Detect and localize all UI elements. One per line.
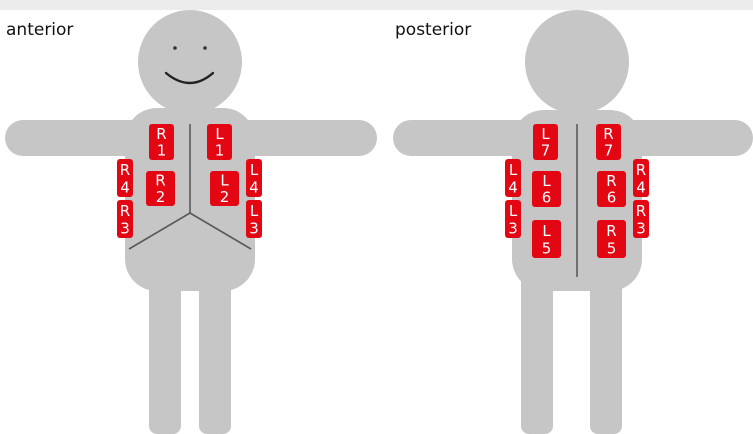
posterior-figure (393, 10, 753, 434)
marker-side-letter: R (636, 161, 646, 179)
posterior-marker-l6: L6 (532, 171, 561, 207)
marker-number: 3 (636, 219, 646, 237)
marker-number: 2 (156, 188, 166, 206)
marker-number: 1 (215, 142, 225, 160)
anterior-marker-r3: R3 (117, 200, 133, 238)
marker-side-letter: L (509, 161, 518, 179)
anterior-marker-r4: R4 (117, 159, 133, 197)
marker-number: 2 (220, 188, 230, 206)
marker-number: 3 (120, 219, 130, 237)
posterior-marker-l7: L7 (533, 124, 558, 160)
marker-side-letter: L (509, 202, 518, 220)
anterior-marker-l2: L2 (210, 171, 239, 206)
marker-side-letter: R (606, 172, 616, 190)
anterior-leg-left (199, 250, 231, 434)
anterior-marker-r1: R1 (149, 124, 174, 160)
marker-side-letter: L (215, 125, 224, 143)
marker-side-letter: L (542, 222, 551, 240)
marker-number: 5 (607, 239, 617, 257)
posterior-marker-r5: R5 (597, 220, 626, 258)
marker-number: 7 (541, 142, 551, 160)
posterior-marker-l3: L3 (505, 200, 521, 238)
anterior-marker-r2: R2 (146, 171, 175, 206)
marker-number: 4 (508, 178, 518, 196)
marker-number: 6 (542, 189, 552, 207)
marker-side-letter: R (606, 222, 616, 240)
posterior-marker-r3: R3 (633, 200, 649, 238)
marker-side-letter: R (120, 161, 130, 179)
posterior-leg-left (521, 250, 553, 434)
left-eye-icon (173, 46, 177, 50)
anterior-marker-l3: L3 (246, 200, 262, 238)
anterior-figure (5, 10, 377, 434)
anterior-leg-right (149, 250, 181, 434)
marker-side-letter: L (541, 125, 550, 143)
marker-side-letter: R (603, 125, 613, 143)
posterior-marker-r6: R6 (597, 171, 626, 207)
marker-side-letter: L (250, 202, 259, 220)
marker-number: 3 (249, 219, 259, 237)
posterior-marker-l4: L4 (505, 159, 521, 197)
marker-side-letter: L (542, 172, 551, 190)
marker-side-letter: R (636, 202, 646, 220)
marker-number: 6 (607, 189, 617, 207)
marker-side-letter: R (156, 125, 166, 143)
marker-number: 3 (508, 219, 518, 237)
right-eye-icon (203, 46, 207, 50)
marker-side-letter: R (120, 202, 130, 220)
marker-side-letter: L (250, 161, 259, 179)
posterior-marker-l5: L5 (532, 220, 561, 258)
posterior-leg-right (590, 250, 622, 434)
marker-number: 7 (604, 142, 614, 160)
marker-number: 1 (157, 142, 167, 160)
anterior-head (138, 10, 242, 114)
anterior-marker-l1: L1 (207, 124, 232, 160)
marker-number: 4 (636, 178, 646, 196)
marker-number: 5 (542, 239, 552, 257)
posterior-head (525, 10, 629, 114)
posterior-marker-r4: R4 (633, 159, 649, 197)
anterior-marker-l4: L4 (246, 159, 262, 197)
marker-number: 4 (120, 178, 130, 196)
posterior-marker-r7: R7 (596, 124, 621, 160)
marker-number: 4 (249, 178, 259, 196)
